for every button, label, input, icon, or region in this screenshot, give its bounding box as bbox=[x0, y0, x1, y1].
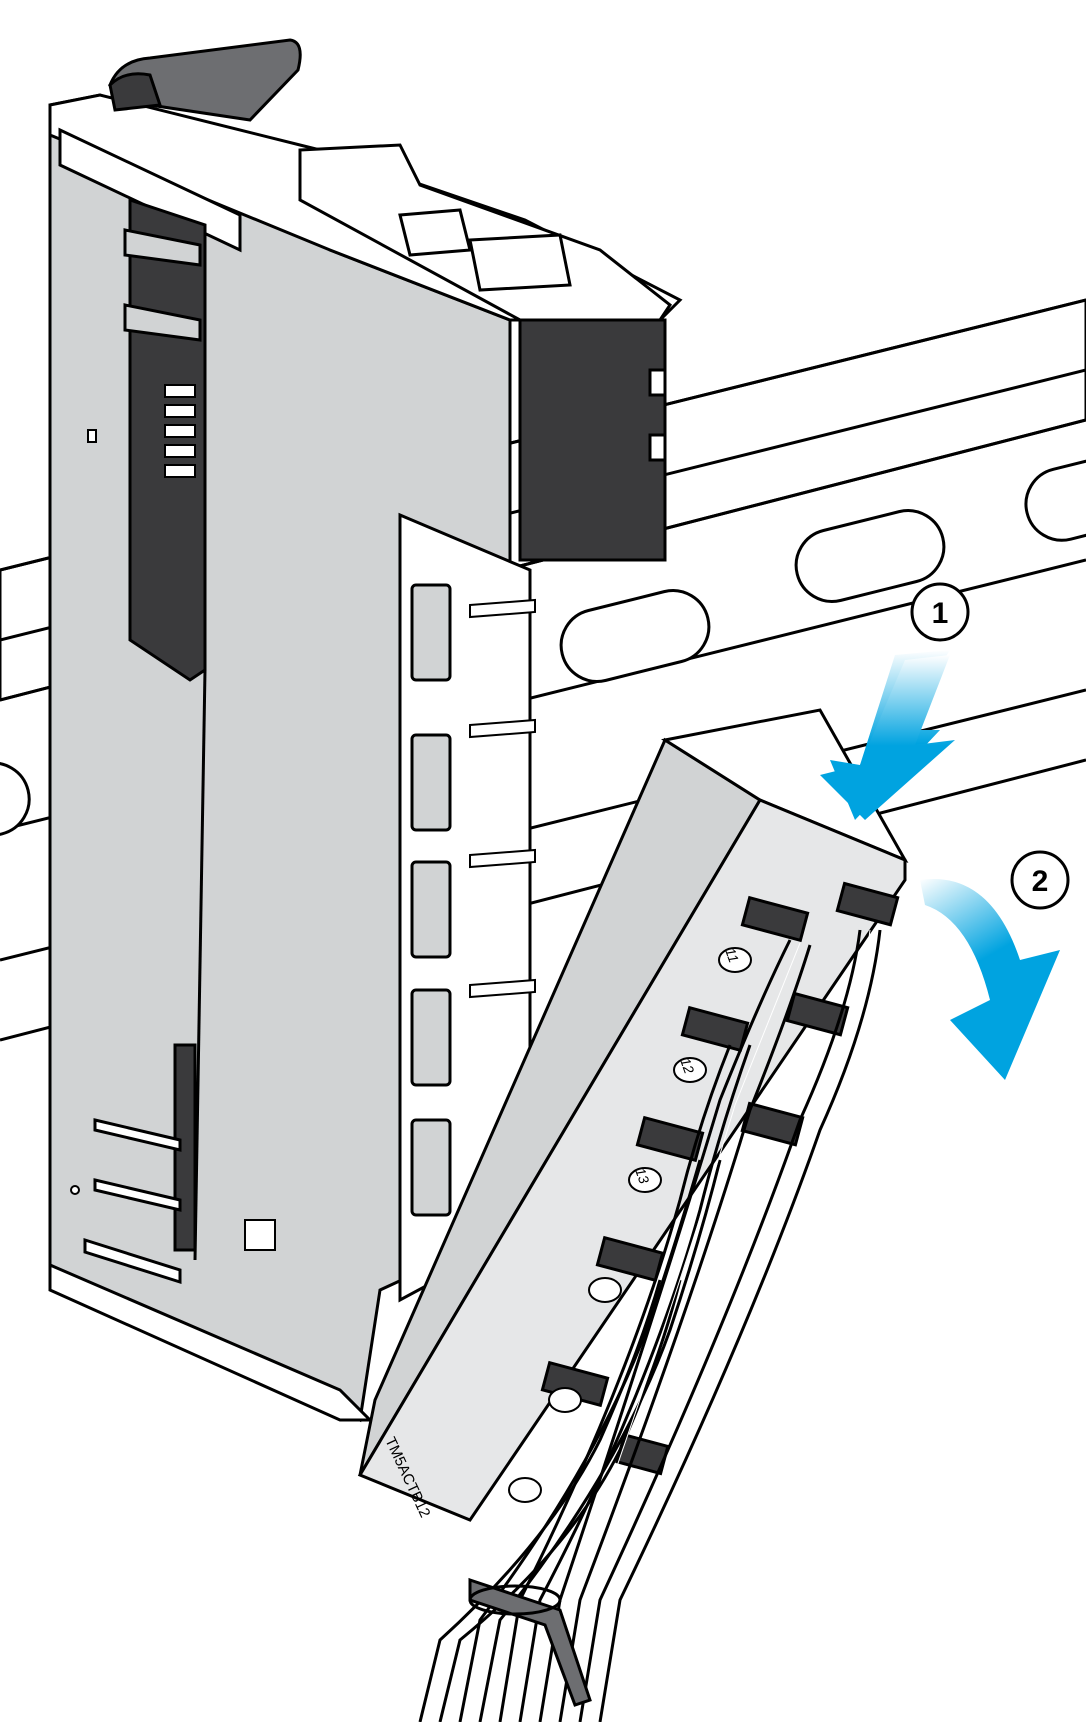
terminal-block[interactable] bbox=[357, 708, 909, 1522]
top-connector bbox=[298, 143, 673, 562]
led-indicators bbox=[164, 384, 196, 478]
contact-strip bbox=[398, 512, 536, 1303]
step-2-marker: 2 bbox=[1010, 850, 1070, 910]
wire-bundle-fill bbox=[549, 929, 871, 1722]
rail-slot bbox=[0, 761, 31, 851]
rail-slot bbox=[1024, 450, 1086, 542]
step-2-circle bbox=[1010, 850, 1070, 910]
rail-slot bbox=[559, 589, 711, 683]
step-1-circle bbox=[910, 582, 970, 642]
step-2-arrow bbox=[920, 879, 1060, 1080]
rail-slot bbox=[794, 509, 946, 603]
release-lever[interactable] bbox=[108, 38, 302, 122]
step-1-arrow bbox=[820, 650, 955, 820]
terminal-number-11: 11 bbox=[722, 946, 742, 965]
terminal-clamps bbox=[540, 881, 900, 1476]
terminal-number-12: 12 bbox=[677, 1056, 697, 1076]
cable-tie bbox=[468, 1577, 592, 1707]
step-1-number: 1 bbox=[932, 597, 949, 630]
step-1-marker: 1 bbox=[910, 582, 970, 642]
terminal-number-13: 13 bbox=[632, 1166, 652, 1186]
label-panel bbox=[128, 197, 207, 682]
step-2-number: 2 bbox=[1032, 865, 1049, 898]
